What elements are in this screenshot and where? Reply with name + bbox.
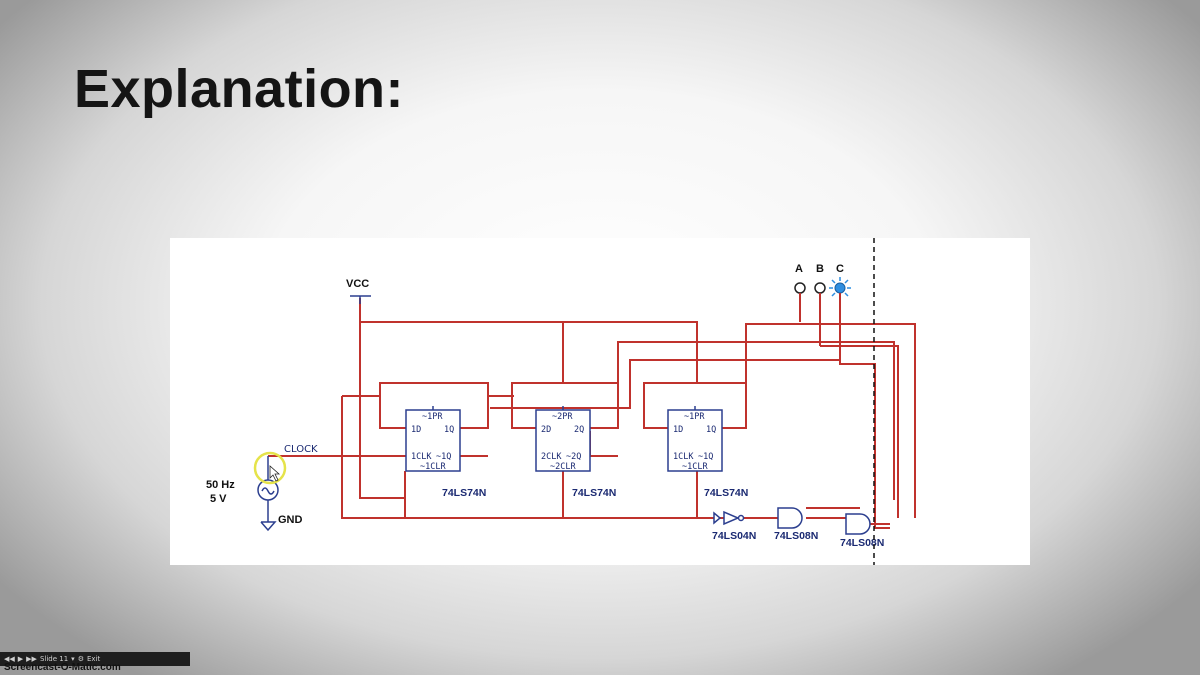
ff3-clk-pin: 1CLK [673, 452, 694, 462]
ff2-d-pin: 2D [541, 425, 551, 435]
slide-title: Explanation: [74, 59, 405, 119]
ff1-part-number: 74LS74N [442, 487, 486, 499]
probe-b-icon [814, 282, 826, 294]
ff3-q-pin: 1Q [706, 425, 716, 435]
and-gate-1: 74LS08N [774, 507, 818, 542]
inverter-part-number: 74LS04N [712, 530, 756, 542]
watermark-brand: Screencast-O-Matic.com [4, 662, 121, 673]
clock-label: CLOCK [284, 444, 318, 455]
probe-c-label: C [836, 263, 844, 275]
ff2-clr-pin: ~2CLR [550, 462, 576, 472]
ff1-qn-pin: ~1Q [436, 452, 451, 462]
exit-button[interactable]: Exit [86, 655, 101, 663]
probe-b-label: B [816, 263, 824, 275]
flipflop-1: ~1PR 1D 1Q 1CLK ~1Q ~1CLR 74LS74N [405, 406, 486, 499]
and-gate-2-part-number: 74LS08N [840, 537, 884, 549]
gnd-label: GND [278, 514, 303, 526]
and-gate-2: 74LS08N [840, 513, 884, 549]
cursor-highlight [253, 451, 287, 485]
ff1-q-pin: 1Q [444, 425, 454, 435]
ff3-d-pin: 1D [673, 425, 683, 435]
output-probes: A B C [794, 263, 851, 364]
circuit-schematic: VCC CLOCK 50 Hz 5 V GND ~1PR 1D 1Q 1CLK … [170, 238, 1030, 565]
inverter-gate: 74LS04N [712, 510, 756, 542]
ff2-qn-pin: ~2Q [566, 452, 581, 462]
flipflop-3: ~1PR 1D 1Q 1CLK ~1Q ~1CLR 74LS74N [667, 406, 748, 499]
schematic-canvas: VCC CLOCK 50 Hz 5 V GND ~1PR 1D 1Q 1CLK … [206, 238, 916, 565]
ff2-pr-pin: ~2PR [552, 412, 573, 422]
ff2-q-pin: 2Q [574, 425, 584, 435]
ff1-d-pin: 1D [411, 425, 421, 435]
ff1-pr-pin: ~1PR [422, 412, 443, 422]
source-voltage: 5 V [210, 493, 227, 505]
chevron-down-icon[interactable]: ▾ [71, 655, 75, 663]
ff1-clr-pin: ~1CLR [420, 462, 446, 472]
mouse-cursor-icon [269, 465, 281, 482]
probe-a-label: A [795, 263, 803, 275]
inverter-input-arrow [713, 511, 722, 525]
vcc-label: VCC [346, 278, 369, 290]
play-icon[interactable]: ▶ [17, 655, 24, 663]
rewind-icon[interactable]: ◀◀ [4, 655, 15, 663]
and-gate-1-part-number: 74LS08N [774, 530, 818, 542]
slide-selector[interactable]: Slide 11 [39, 655, 69, 663]
probe-a-icon [794, 282, 806, 294]
vcc-symbol: VCC [346, 278, 371, 304]
source-frequency: 50 Hz [206, 479, 235, 491]
ff2-part-number: 74LS74N [572, 487, 616, 499]
gear-icon[interactable]: ⚙ [77, 655, 84, 663]
ff3-pr-pin: ~1PR [684, 412, 705, 422]
ff2-clk-pin: 2CLK [541, 452, 562, 462]
forward-icon[interactable]: ▶▶ [26, 655, 37, 663]
clock-source: CLOCK 50 Hz 5 V GND [206, 444, 318, 532]
recorder-toolbar: ◀◀ ▶ ▶▶ Slide 11 ▾ ⚙ Exit [0, 652, 190, 666]
ff1-clk-pin: 1CLK [411, 452, 432, 462]
ff3-part-number: 74LS74N [704, 487, 748, 499]
ff3-clr-pin: ~1CLR [682, 462, 708, 472]
flipflop-2: ~2PR 2D 2Q 2CLK ~2Q ~2CLR 74LS74N [535, 406, 616, 499]
ff3-qn-pin: ~1Q [698, 452, 713, 462]
